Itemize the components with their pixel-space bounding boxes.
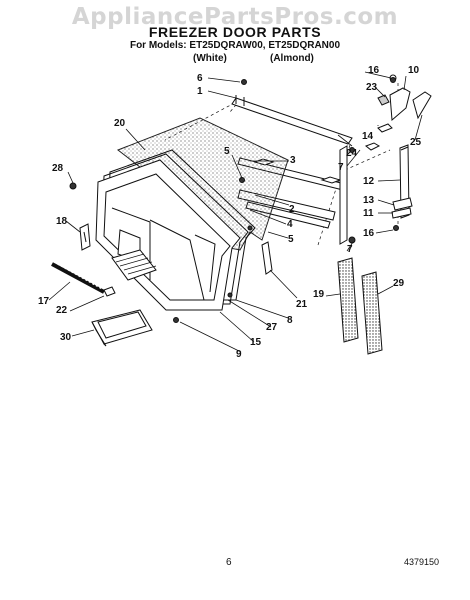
callout-7b: 7 bbox=[347, 244, 353, 255]
callout-20: 20 bbox=[114, 118, 126, 129]
cap-part-22 bbox=[103, 286, 116, 297]
lower-hinge-part-11 bbox=[391, 197, 413, 219]
callout-16: 16 bbox=[368, 65, 380, 76]
watermark: AppliancePartsPros.com bbox=[71, 4, 399, 30]
filler-strip-part-29 bbox=[361, 271, 383, 355]
model-numbers: For Models: ET25DQRAW00, ET25DQRAN00 bbox=[129, 40, 341, 51]
callout-21: 21 bbox=[296, 299, 308, 310]
bucket-part-30 bbox=[91, 309, 153, 347]
door-shelf bbox=[111, 249, 157, 281]
spring-rod-part-17 bbox=[51, 261, 105, 294]
callout-11: 11 bbox=[363, 208, 374, 219]
callout-3: 3 bbox=[290, 155, 296, 166]
door-liner bbox=[103, 173, 231, 301]
callout-16b: 16 bbox=[363, 228, 375, 239]
callout-15: 15 bbox=[250, 337, 262, 348]
callout-13: 13 bbox=[363, 195, 375, 206]
document-number: 4379150 bbox=[404, 557, 440, 567]
page-number: 6 bbox=[226, 557, 232, 568]
callout-7: 7 bbox=[338, 162, 344, 173]
callout-30: 30 bbox=[60, 332, 72, 343]
frame-right-post bbox=[339, 145, 348, 245]
filler-strip-part-19 bbox=[337, 257, 359, 343]
callout-25: 25 bbox=[410, 137, 422, 148]
color-almond-label: (Almond) bbox=[270, 53, 314, 64]
clip-part-23 bbox=[377, 94, 390, 106]
callout-9: 9 bbox=[236, 349, 242, 360]
callout-12: 12 bbox=[363, 176, 375, 187]
callout-14: 14 bbox=[362, 131, 374, 142]
bracket-part-14 bbox=[377, 123, 393, 133]
callout-27: 27 bbox=[266, 322, 278, 333]
callout-22: 22 bbox=[56, 305, 68, 316]
callout-4: 4 bbox=[287, 219, 293, 230]
diagram-title: FREEZER DOOR PARTS bbox=[148, 24, 322, 40]
callout-8: 8 bbox=[287, 315, 293, 326]
callout-29: 29 bbox=[393, 278, 405, 289]
callout-6: 6 bbox=[197, 73, 203, 84]
callout-17: 17 bbox=[38, 296, 50, 307]
hinge-part-10 bbox=[389, 74, 432, 122]
callout-19: 19 bbox=[313, 289, 325, 300]
callout-10: 10 bbox=[408, 65, 420, 76]
callout-5b: 5 bbox=[288, 234, 294, 245]
callout-28: 28 bbox=[52, 163, 64, 174]
callout-leader-lines bbox=[48, 71, 423, 353]
strip-part-21 bbox=[261, 241, 273, 275]
door-frame-part-1 bbox=[231, 95, 353, 145]
callout-2: 2 bbox=[289, 204, 295, 215]
callout-18: 18 bbox=[56, 216, 68, 227]
callout-24: 24 bbox=[346, 148, 358, 159]
color-white-label: (White) bbox=[193, 53, 227, 64]
callout-23: 23 bbox=[366, 82, 378, 93]
callout-1: 1 bbox=[197, 86, 203, 97]
callout-5: 5 bbox=[224, 146, 230, 157]
